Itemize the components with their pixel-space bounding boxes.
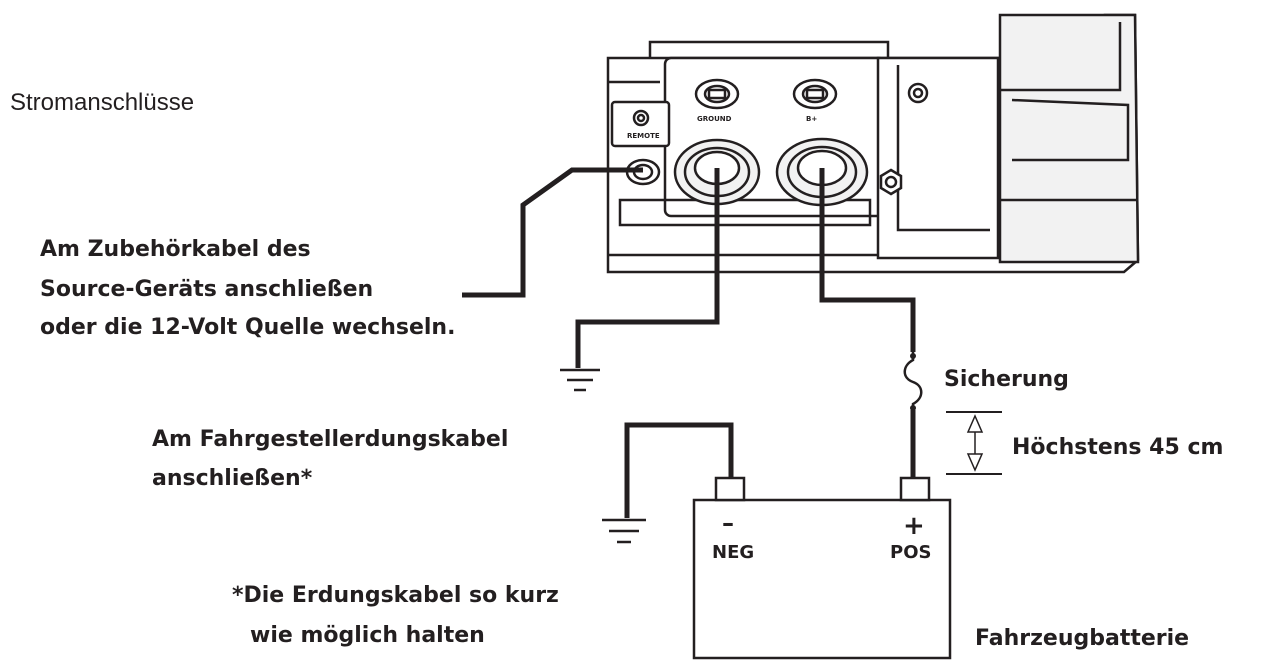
vehicle-battery: – NEG + POS (692, 476, 952, 660)
battery-neg-label: NEG (712, 542, 754, 563)
power-wire (819, 168, 916, 352)
amplifier-illustration: REMOTE GROUND B+ (606, 13, 1140, 274)
ground-note-line2: wie möglich halten (250, 623, 485, 648)
remote-note-line1: Am Zubehörkabel des (40, 237, 311, 262)
max-distance-label: Höchstens 45 cm (1012, 435, 1223, 460)
page-title: Stromanschlüsse (10, 89, 194, 116)
amplifier-ground-symbol (560, 368, 600, 392)
battery-caption: Fahrzeugbatterie (975, 626, 1189, 651)
ground-terminal-label: GROUND (697, 115, 732, 123)
chassis-ground-symbol (602, 518, 646, 544)
bplus-terminal-label: B+ (806, 115, 817, 123)
amplifier-ground-wire (575, 168, 720, 368)
remote-label: REMOTE (627, 132, 660, 140)
distance-marker (946, 411, 1002, 475)
fuse-symbol (903, 352, 923, 410)
remote-note-line2: Source-Geräts anschließen (40, 277, 373, 302)
remote-wire (462, 167, 643, 298)
chassis-note-line2: anschließen* (152, 466, 313, 491)
chassis-note-line1: Am Fahrgestellerdungskabel (152, 427, 508, 452)
remote-note-line3: oder die 12-Volt Quelle wechseln. (40, 315, 455, 340)
battery-pos-label: POS (890, 542, 931, 563)
ground-note-line1: *Die Erdungskabel so kurz (232, 583, 559, 608)
chassis-ground-wire (624, 422, 734, 518)
battery-neg-symbol: – (722, 509, 734, 537)
battery-pos-symbol: + (903, 511, 925, 541)
fuse-label: Sicherung (944, 367, 1069, 392)
